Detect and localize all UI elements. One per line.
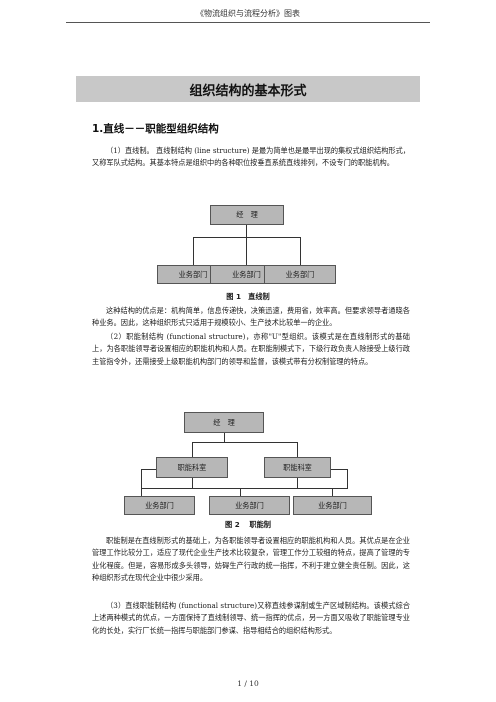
paragraph-functional-merits: 职能制是在直线制形式的基础上，为各职能领导者设置相应的职能机构和人员。其优点是在… <box>92 536 410 582</box>
connector-line <box>297 478 298 488</box>
page-title: 组织结构的基本形式 <box>76 76 420 102</box>
manager-box: 经 理 <box>184 412 264 433</box>
department-box: 业务部门 <box>124 496 195 515</box>
functional-office-box: 职能科室 <box>156 457 228 478</box>
paragraph-line-functional-structure: （3）直线职能制结构 (functional structure)又称直线参谋制… <box>92 601 410 635</box>
section-heading: 1.直线－－职能型组织结构 <box>92 123 219 135</box>
connector-line <box>224 433 225 442</box>
manager-box: 经 理 <box>210 205 284 225</box>
connector-line <box>300 237 301 265</box>
connector-line <box>141 488 348 489</box>
connector-line <box>297 442 298 457</box>
header-rule <box>66 22 430 23</box>
connector-line <box>246 225 247 237</box>
department-box: 业务部门 <box>293 496 372 515</box>
connector-line <box>246 237 247 265</box>
page-number: 1 / 10 <box>237 679 259 688</box>
connector-line <box>331 469 347 470</box>
figure-1-caption: 图 1 直线制 <box>226 292 270 301</box>
connector-line <box>141 488 142 496</box>
functional-office-box: 职能科室 <box>264 457 331 478</box>
connector-line <box>193 237 194 265</box>
connector-line <box>192 442 297 443</box>
connector-line <box>141 469 142 488</box>
connector-line <box>332 488 333 496</box>
connector-line <box>240 488 241 496</box>
connector-line <box>141 469 156 470</box>
department-box: 业务部门 <box>264 265 336 284</box>
paragraph-line-structure: （1）直线制。 直线制结构 (line structure) 是最为简单也是最早… <box>92 146 410 168</box>
department-box: 业务部门 <box>209 496 290 515</box>
connector-line <box>192 478 193 488</box>
paragraph-functional-structure: （2）职能制结构 (functional structure)，亦称"U"型组织… <box>92 332 410 366</box>
connector-line <box>347 469 348 488</box>
connector-line <box>192 442 193 457</box>
paragraph-line-structure-merits: 这种结构的优点是：机构简单，信息传递快，决策迅速，费用省，效率高。但要求领导者通… <box>92 306 410 328</box>
figure-2-caption: 图 2 职能制 <box>225 520 271 529</box>
page-header: 《物流组织与流程分析》图表 <box>196 9 300 18</box>
